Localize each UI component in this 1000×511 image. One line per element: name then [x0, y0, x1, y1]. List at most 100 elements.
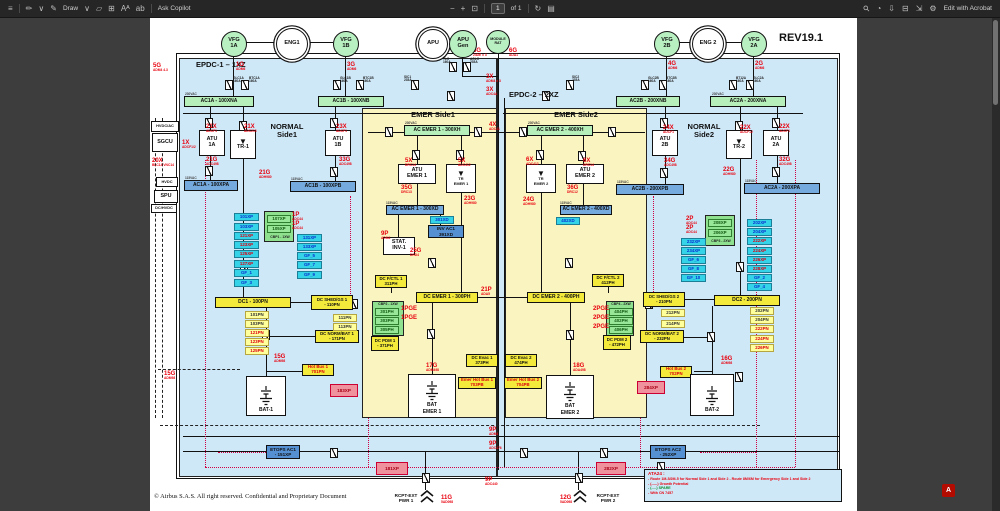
wire-code-label: 1PGE [401, 315, 418, 321]
read-view-icon[interactable]: ◔ [876, 3, 882, 13]
wire [368, 418, 369, 467]
load-label: 103PN [245, 320, 269, 328]
expand-icon[interactable]: ⇲ [915, 3, 923, 13]
page-view-icon[interactable]: ▤ [547, 3, 555, 13]
wire [243, 107, 244, 132]
load-label: 402PH [609, 317, 633, 325]
load-label: 303PH [375, 317, 399, 325]
contactor-icon [330, 448, 338, 458]
page-count-label[interactable]: of 1 [510, 5, 522, 12]
draw-label[interactable]: Draw [62, 5, 79, 12]
wire [653, 196, 654, 304]
wire [160, 425, 760, 426]
table-icon[interactable]: ⊞ [108, 3, 115, 13]
battery-icon [706, 385, 718, 405]
load-label: GF_5 [297, 252, 322, 260]
wire [694, 371, 712, 372]
sgcu-box: SGCU [152, 133, 178, 152]
load-label: 224XP [747, 247, 772, 255]
dc-norm-bat1-box: DC NORM/BAT 1- 171PN [315, 330, 359, 343]
highlighter-caret-icon[interactable]: ∨ [38, 3, 45, 13]
external-power-chevron-icon [420, 489, 434, 503]
highlighter-icon[interactable]: ✏ [25, 3, 33, 13]
acrobat-icon[interactable]: A [942, 484, 955, 497]
voltage-label: 115VAC [291, 177, 303, 181]
wire [666, 55, 667, 96]
wire-code-label: 2PGE [593, 306, 610, 312]
wire [162, 118, 163, 418]
zoom-out-icon[interactable]: − [450, 3, 455, 13]
save-icon[interactable]: ⇩ [888, 3, 895, 13]
draw-caret-icon[interactable]: ∨ [84, 3, 90, 13]
emer-side2-title: EMER Side2 [554, 109, 598, 119]
contactor-icon [735, 372, 743, 382]
toolbar-right-group: ⚲ ◔ ⇩ ⊟ ⇲ ⚙ Edit with Acrobat [860, 0, 992, 17]
load-label: 123XP [234, 241, 259, 249]
bus-ac1b-100xnb: AC1B - 100XNB [318, 96, 384, 107]
load-label: 406PH [609, 326, 633, 334]
scrollbar[interactable] [992, 17, 1000, 511]
wire [461, 193, 462, 293]
load-label: 111PN [333, 314, 357, 322]
contactor-icon [385, 127, 393, 137]
wire [462, 76, 498, 77]
contactor-icon [641, 80, 649, 90]
wire [583, 136, 584, 165]
rotate-icon[interactable]: ↻ [534, 3, 542, 13]
contactor-icon [660, 168, 668, 178]
menu-icon[interactable]: ≡ [8, 3, 13, 13]
load-label: 214PN [661, 320, 685, 328]
zoom-in-icon[interactable]: + [460, 3, 466, 13]
scrollbar-thumb[interactable] [993, 20, 998, 105]
copyright-text: © Airbus S.A.S. All right reserved. Conf… [154, 493, 347, 500]
wire [504, 98, 505, 468]
edit-with-acrobat-label[interactable]: Edit with Acrobat [943, 5, 992, 12]
dc-shedgs2-box: DC SHED/GS 2- 210PN [643, 292, 685, 307]
ask-copilot-label[interactable]: Ask Copilot [157, 5, 191, 12]
print-icon[interactable]: ⊟ [902, 3, 909, 13]
wire [391, 288, 392, 293]
page-number-box[interactable]: 1 [491, 3, 505, 14]
contactor-icon [225, 80, 233, 90]
hvdc-box: HVDC [156, 177, 178, 187]
fit-page-icon[interactable]: ⊡ [471, 3, 479, 13]
load-label: GF_4 [747, 283, 772, 291]
settings-icon[interactable]: ⚙ [929, 3, 937, 13]
contactor-icon [566, 330, 574, 340]
bus-ac2b-200xnb: AC2B - 200XNB [616, 96, 680, 107]
eraser-icon[interactable]: ▱ [95, 3, 103, 13]
cbp4-caption: CBP4 - 2XW [611, 301, 631, 306]
text-size-icon[interactable]: Aᴬ [120, 3, 130, 13]
epdc2-title: EPDC-2 – 2XZ [509, 89, 559, 99]
hvdc-ac-box: HVDC/AC [151, 121, 179, 132]
bus-dc-emer2-400ph: DC EMER 2 - 400PH [527, 292, 585, 303]
read-aloud-icon[interactable]: ab [135, 3, 145, 13]
tr-1-box: ▼TR-1 [230, 130, 256, 159]
wire [678, 42, 692, 43]
search-icon[interactable]: ⚲ [860, 2, 872, 14]
draw-icon[interactable]: ✎ [50, 3, 57, 13]
voltage-label: 230VAC [528, 121, 540, 125]
